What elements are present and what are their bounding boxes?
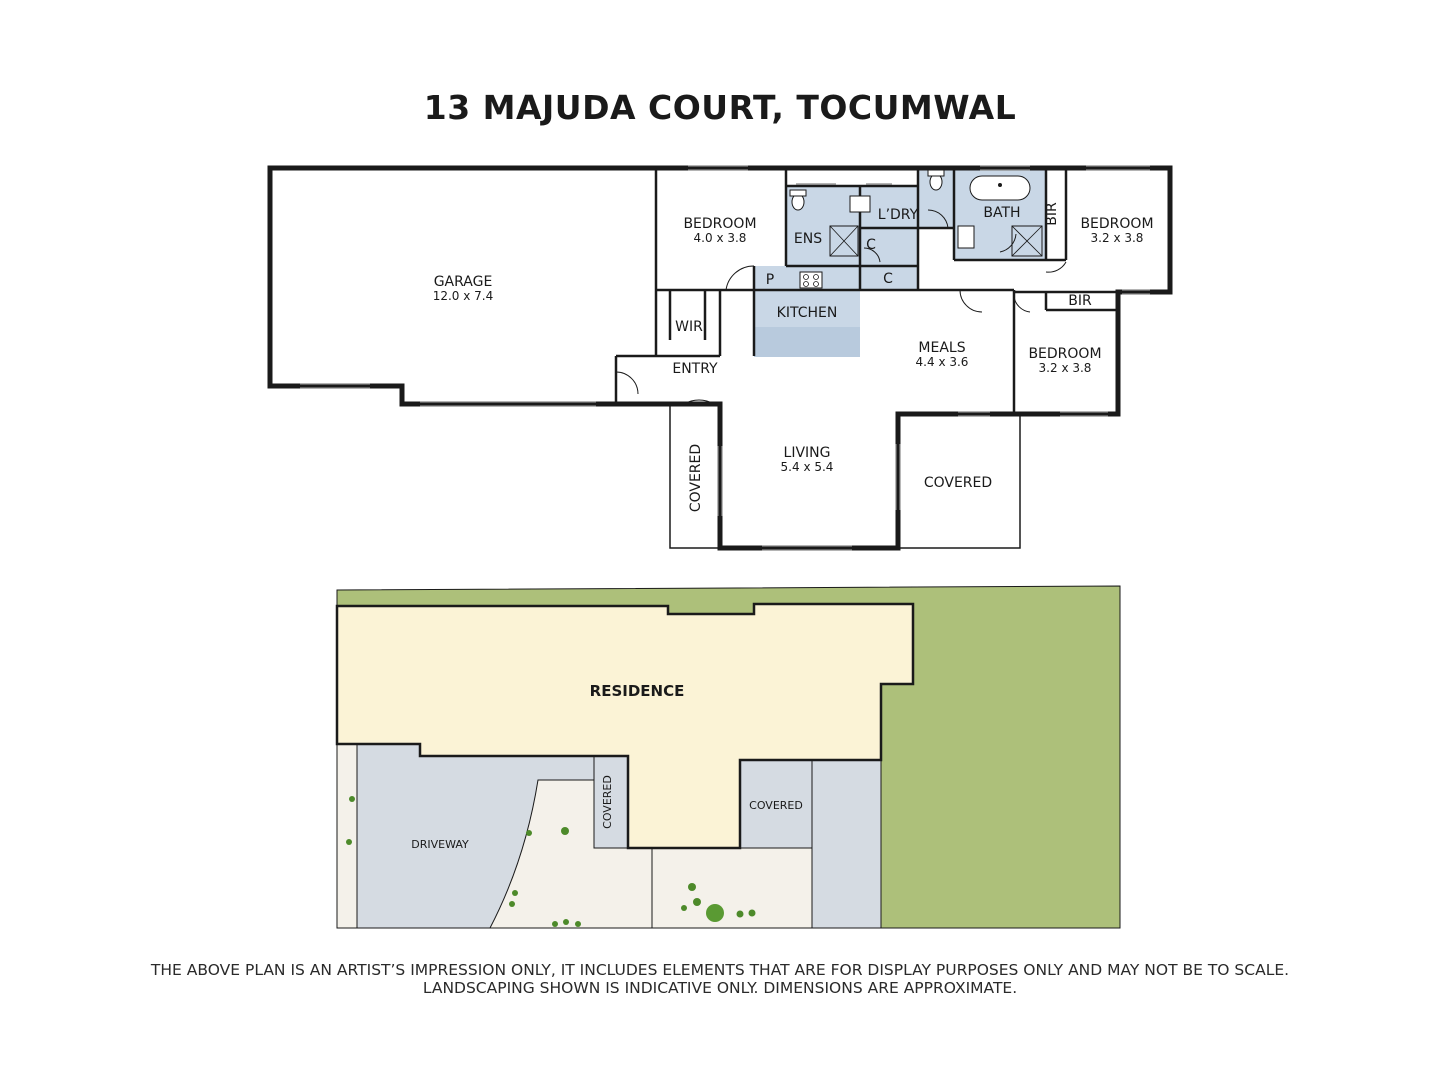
side-path <box>812 760 881 928</box>
fixtures <box>789 169 1043 289</box>
bath-label: BATH <box>983 205 1020 221</box>
room-labels: GARAGE 12.0 x 7.4 BEDROOM 4.0 x 3.8 WIR … <box>433 202 1154 512</box>
wet-areas <box>754 168 1046 357</box>
residence-label: RESIDENCE <box>590 682 685 700</box>
covered-left-label: COVERED <box>688 444 704 512</box>
living-dims: 5.4 x 5.4 <box>781 460 834 474</box>
laundry-label: L’DRY <box>878 207 919 223</box>
covered-right-label: COVERED <box>924 475 992 491</box>
driveway-label: DRIVEWAY <box>411 838 469 851</box>
site-lines <box>336 585 1121 929</box>
plants <box>346 796 756 927</box>
plan-title: 13 MAJUDA COURT, TOCUMWAL <box>423 88 1017 127</box>
ensuite-label: ENS <box>794 231 822 247</box>
cupboard-1-label: C <box>866 237 876 253</box>
site-covered-right-area <box>739 759 813 849</box>
site-covered-left-label: COVERED <box>601 775 614 829</box>
doors <box>615 209 1067 405</box>
cupboard-2-label: C <box>883 271 893 287</box>
meals-label: MEALS <box>918 340 965 356</box>
bedroom-main-dims: 4.0 x 3.8 <box>694 231 747 245</box>
disclaimer-line-2: LANDSCAPING SHOWN IS INDICATIVE ONLY. DI… <box>422 979 1018 997</box>
disclaimer: THE ABOVE PLAN IS AN ARTIST’S IMPRESSION… <box>0 961 1440 997</box>
interior-walls <box>614 168 1118 414</box>
kitchen-label: KITCHEN <box>777 305 838 321</box>
driveway-area <box>357 744 594 928</box>
wir-label: WIR <box>675 319 703 335</box>
disclaimer-line-1: THE ABOVE PLAN IS AN ARTIST’S IMPRESSION… <box>150 961 1290 979</box>
garage-dims: 12.0 x 7.4 <box>433 289 494 303</box>
entry-label: ENTRY <box>672 361 718 377</box>
covered-left-outline <box>669 403 721 549</box>
bedroom-2-dims: 3.2 x 3.8 <box>1091 231 1144 245</box>
kitchen-island <box>754 327 860 357</box>
bedroom-3-dims: 3.2 x 3.8 <box>1039 361 1092 375</box>
bedroom-2-label: BEDROOM <box>1080 216 1153 232</box>
floor-plan: GARAGE 12.0 x 7.4 BEDROOM 4.0 x 3.8 WIR … <box>267 165 1173 551</box>
bedroom-main-label: BEDROOM <box>683 216 756 232</box>
bedroom-3-label: BEDROOM <box>1028 346 1101 362</box>
site-plan: RESIDENCE DRIVEWAY COVERED COVERED <box>335 585 1121 929</box>
bir-1-label: BIR <box>1044 202 1060 226</box>
covered-right-outline <box>897 413 1021 549</box>
living-label: LIVING <box>784 445 831 461</box>
windows <box>300 165 1150 551</box>
bir-2-label: BIR <box>1068 293 1092 309</box>
site-covered-right-label: COVERED <box>749 799 803 812</box>
pantry-label: P <box>766 272 774 288</box>
garage-label: GARAGE <box>434 274 493 290</box>
meals-dims: 4.4 x 3.6 <box>916 355 969 369</box>
